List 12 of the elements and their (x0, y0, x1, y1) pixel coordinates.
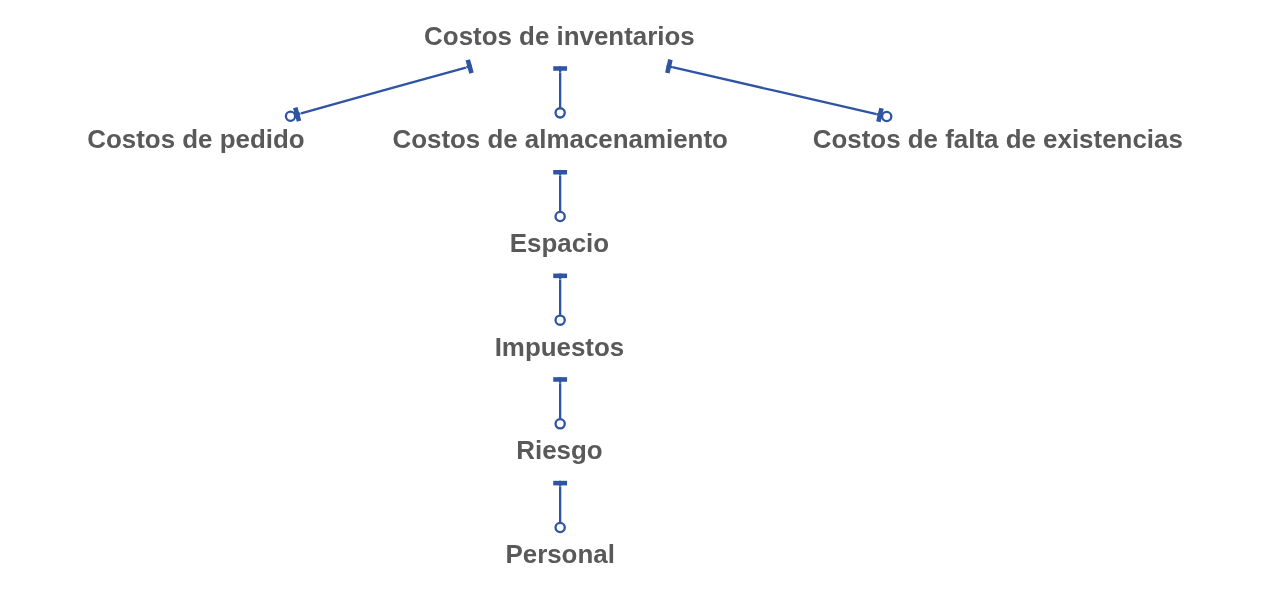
node-text: Costos de falta de existencias (812, 125, 1183, 154)
node-text: Costos de inventarios (423, 21, 695, 50)
connector (552, 66, 567, 119)
node-text: Costos de pedido (86, 125, 305, 154)
connector (552, 377, 567, 430)
connector (284, 59, 474, 122)
node-text: Personal (504, 540, 615, 568)
node-text: Riesgo (515, 436, 603, 465)
node-text: Impuestos (494, 332, 624, 361)
connector (664, 59, 892, 123)
node-text: Costos de almacenamiento (391, 125, 728, 154)
node-text: Espacio (509, 229, 609, 258)
